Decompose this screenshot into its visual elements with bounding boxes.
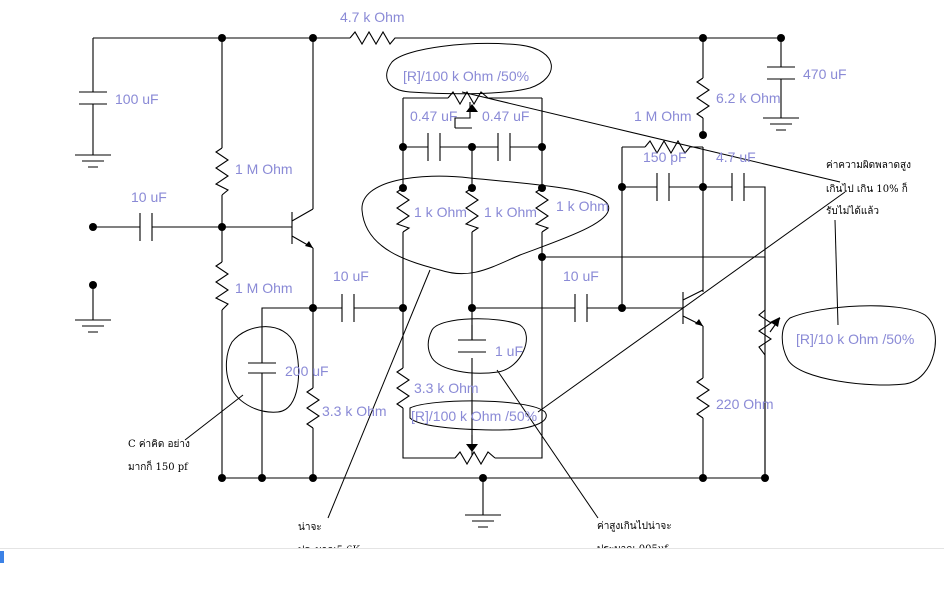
label-r-1m-fb: 1 M Ohm: [634, 108, 692, 124]
junction-dots: [89, 34, 785, 482]
label-c-1u: 1 uF: [495, 343, 523, 359]
annotations: ค่าความผิดพลาดสูง เกินไป เกิน 10% ก็ รับ…: [128, 160, 911, 556]
label-c-047a: 0.47 uF: [410, 108, 457, 124]
component-labels: 4.7 k Ohm 100 uF 470 uF [R]/100 k Ohm /5…: [115, 9, 914, 424]
label-pot-bottom: [R]/100 k Ohm /50%: [411, 408, 537, 424]
label-c-10u-right: 10 uF: [563, 268, 599, 284]
bottom-strip: [0, 548, 944, 604]
capacitors: [79, 66, 795, 374]
strip-marker: [0, 551, 4, 563]
leader-lines: [184, 91, 846, 519]
label-pot-right: [R]/10 k Ohm /50%: [796, 331, 914, 347]
annotation-tolerance-1: ค่าความผิดพลาดสูง: [826, 160, 911, 171]
label-r-1k-b: 1 k Ohm: [484, 204, 537, 220]
label-c-10u-mid: 10 uF: [333, 268, 369, 284]
label-c-in-bypass: 100 uF: [115, 91, 159, 107]
label-r-1k-c: 1 k Ohm: [556, 198, 609, 214]
label-c-047b: 0.47 uF: [482, 108, 529, 124]
label-c-out-bypass: 470 uF: [803, 66, 847, 82]
annotation-res-1: น่าจะ: [298, 522, 322, 533]
annotation-tolerance-2: เกินไป เกิน 10% ก็: [826, 181, 908, 195]
resistors: [214, 30, 780, 466]
annotation-cap-1: C ค่าคิด อย่าง: [128, 439, 190, 450]
label-r-62k: 6.2 k Ohm: [716, 90, 781, 106]
annotation-cap1u-1: ค่าสูงเกินไปน่าจะ: [597, 520, 672, 532]
highlight-blobs: [225, 43, 936, 431]
label-r-33k-b: 3.3 k Ohm: [322, 403, 387, 419]
label-c-10u-in: 10 uF: [131, 189, 167, 205]
label-r-1m-b: 1 M Ohm: [235, 280, 293, 296]
annotation-cap-2: มากก็ 150 pf: [128, 459, 189, 473]
label-c-150p: 150 pF: [643, 149, 687, 165]
annotation-tolerance-3: รับไม่ได้แล้ว: [826, 205, 879, 217]
label-r-33k-a: 3.3 k Ohm: [414, 380, 479, 396]
label-r-1m-a: 1 M Ohm: [235, 161, 293, 177]
label-c-200u: 200 uF: [285, 363, 329, 379]
label-r-1k-a: 1 k Ohm: [414, 204, 467, 220]
label-r-top: 4.7 k Ohm: [340, 9, 405, 25]
label-c-47u: 4.7 uF: [716, 149, 756, 165]
label-pot-top: [R]/100 k Ohm /50%: [403, 68, 529, 84]
label-r-220: 220 Ohm: [716, 396, 774, 412]
